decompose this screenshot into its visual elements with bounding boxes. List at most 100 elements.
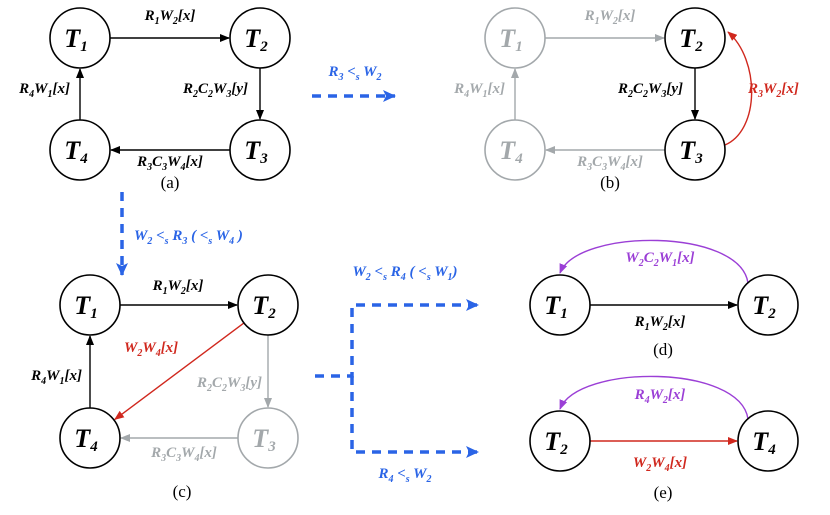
edge-label-e-T2-T4-sub: 4 xyxy=(664,463,670,474)
edge-label-a-T4-T1-sub: 4 xyxy=(28,89,34,100)
transition-label-c-to-d-part: ) xyxy=(451,264,458,280)
transition-label-c-to-e-part: W xyxy=(410,466,428,482)
transition-label-c-to-d-sub: s xyxy=(382,272,387,283)
edge-label-b-T1-T2-part: W xyxy=(600,8,615,24)
edge-label-b-T2-T3-part: [y] xyxy=(666,81,683,97)
edge-label-d-T2-T1-sub: 1 xyxy=(672,258,677,269)
edge-label-b-T3-T4-part: [x] xyxy=(625,154,643,170)
edge-label-e-T4-T2-sub: 4 xyxy=(644,395,650,406)
node-e-T2: T2 xyxy=(529,410,591,472)
edge-label-a-T3-T4-sub: 4 xyxy=(179,162,185,173)
panel-caption-b: (b) xyxy=(600,173,620,192)
edge-label-d-T1-T2-sub: 1 xyxy=(645,322,650,333)
edge-label-c-T3-T4-part: R xyxy=(150,445,161,461)
panel-caption-d: (d) xyxy=(653,340,673,359)
transition-label-c-to-d-part: W xyxy=(352,264,367,280)
labels-layer: R1​W2​[x]R2​C2​W3​[y]R3​C3​W4​[x]R4​W1​[… xyxy=(18,8,799,502)
edge-label-c-T3-T4-part: W xyxy=(181,445,196,461)
edge-label-e-T4-T2: R4​W2​[x] xyxy=(634,387,686,406)
edge-label-a-T2-T3-sub: 3 xyxy=(225,89,231,100)
transition-label-c-to-d-part: W xyxy=(431,264,449,280)
edge-label-c-T4-T1-part: [x] xyxy=(65,368,83,384)
edge-label-a-T2-T3-sub: 2 xyxy=(207,89,213,100)
edge-label-a-T3-T4-part: W xyxy=(167,154,182,170)
transition-label-a-to-c-part: W xyxy=(134,228,149,244)
edge-label-c-T2-T3-sub: 2 xyxy=(206,383,212,394)
edge-label-b-T1-T2: R1​W2​[x] xyxy=(584,8,636,27)
edge-label-d-T2-T1-sub: 2 xyxy=(653,258,659,269)
node-a-T1: T1 xyxy=(49,7,111,69)
edge-label-d-T2-T1: W2​C2​W1​[x] xyxy=(625,250,694,269)
edge-label-c-T1-T2: R1​W2​[x] xyxy=(152,278,204,297)
edge-label-a-T4-T1-sub: 1 xyxy=(48,89,53,100)
node-circle xyxy=(484,7,546,69)
edge-label-a-T4-T1-part: [x] xyxy=(53,81,71,97)
edge-label-c-T3-T4-part: C xyxy=(166,445,177,461)
transition-label-c-to-e-part: R xyxy=(377,466,388,482)
transition-label-c-to-d-sub: 4 xyxy=(400,272,406,283)
node-a-T2: T2 xyxy=(229,7,291,69)
edge-label-c-T2-T4-sub: 4 xyxy=(155,348,161,359)
edge-label-c-T2-T3-sub: 2 xyxy=(221,383,227,394)
edge-label-c-T1-T2-sub: 1 xyxy=(163,286,168,297)
node-label: T2 xyxy=(752,291,776,322)
transition-label-a-to-b-sub: 3 xyxy=(337,72,343,83)
node-circle xyxy=(664,119,726,181)
transition-label-a-to-b-part: W xyxy=(360,64,378,80)
edge-label-d-T2-T1-part: C xyxy=(644,250,655,266)
edge-label-a-T4-T1-part: R xyxy=(18,81,29,97)
node-circle xyxy=(529,274,591,336)
edge-label-c-T2-T4-part: [x] xyxy=(161,340,179,356)
node-circle xyxy=(664,7,726,69)
edge-label-b-T3-T2-sub: 3 xyxy=(757,89,763,100)
edge-label-a-T3-T4-part: C xyxy=(152,154,163,170)
edge-label-e-T2-T4-part: [x] xyxy=(670,455,688,471)
node-a-T4: T4 xyxy=(49,119,111,181)
edge-label-d-T1-T2-part: R xyxy=(634,314,645,330)
edge-label-e-T4-T2-sub: 2 xyxy=(662,395,668,406)
transition-label-a-to-b-part: < xyxy=(343,64,355,80)
edge-label-c-T2-T4-sub: 2 xyxy=(136,348,142,359)
edge-label-b-T1-T2-part: [x] xyxy=(618,8,636,24)
transition-label-c-to-e: R4​ <s​ W2​ xyxy=(377,466,431,485)
edge-label-b-T3-T2-part: W xyxy=(763,81,778,97)
edge-label-c-T2-T3-part: C xyxy=(212,375,223,391)
node-circle xyxy=(49,119,111,181)
edge-label-c-T4-T1-part: W xyxy=(46,368,61,384)
node-label: T4 xyxy=(64,136,88,167)
edge-label-b-T2-T3-part: C xyxy=(633,81,644,97)
edge-label-e-T4-T2-part: R xyxy=(634,387,645,403)
edge-label-a-T3-T4-sub: 3 xyxy=(161,162,167,173)
edge-label-b-T4-T1-sub: 4 xyxy=(463,89,469,100)
transition-label-c-to-d: W2​ <s​ R4​ ( <s​ W1​) xyxy=(352,264,457,283)
node-label: T3 xyxy=(244,136,268,167)
edge-label-d-T1-T2-part: W xyxy=(650,314,665,330)
edge-label-c-T4-T1-sub: 1 xyxy=(60,376,65,387)
edges-layer xyxy=(76,31,753,445)
node-b-T3: T3 xyxy=(664,119,726,181)
edge-e-T4-T2 xyxy=(559,375,749,420)
node-label: T4 xyxy=(499,136,523,167)
edge-label-b-T3-T4-sub: 3 xyxy=(601,162,607,173)
edge-label-b-T1-T2-sub: 1 xyxy=(595,16,600,27)
transition-label-a-to-c-sub: s xyxy=(164,236,169,247)
edge-label-a-T2-T3-part: W xyxy=(213,81,228,97)
edge-label-c-T3-T4-sub: 3 xyxy=(160,453,166,464)
node-d-T2: T2 xyxy=(737,274,799,336)
transition-label-a-to-c-part: < xyxy=(152,228,164,244)
node-c-T4: T4 xyxy=(59,407,121,469)
edge-label-b-T2-T3: R2​C2​W3​[y] xyxy=(617,81,683,100)
transition-label-a-to-c-sub: s xyxy=(207,236,212,247)
edge-label-e-T2-T4-sub: 2 xyxy=(645,463,651,474)
edge-label-d-T1-T2-sub: 2 xyxy=(662,322,668,333)
edge-label-a-T4-T1-part: W xyxy=(34,81,49,97)
node-b-T1: T1 xyxy=(484,7,546,69)
node-c-T1: T1 xyxy=(59,274,121,336)
edge-label-e-T2-T4: W2​W4​[x] xyxy=(633,455,687,474)
edge-label-c-T4-T1-part: R xyxy=(30,368,41,384)
node-circle xyxy=(229,119,291,181)
transition-label-a-to-c: W2​ <s​ R3​ ( <s​ W4​ ) xyxy=(134,228,243,247)
edge-label-b-T3-T4-part: W xyxy=(607,154,622,170)
edge-label-c-T4-T1: R4​W1​[x] xyxy=(30,368,82,387)
edge-label-a-T1-T2-part: [x] xyxy=(178,8,196,24)
